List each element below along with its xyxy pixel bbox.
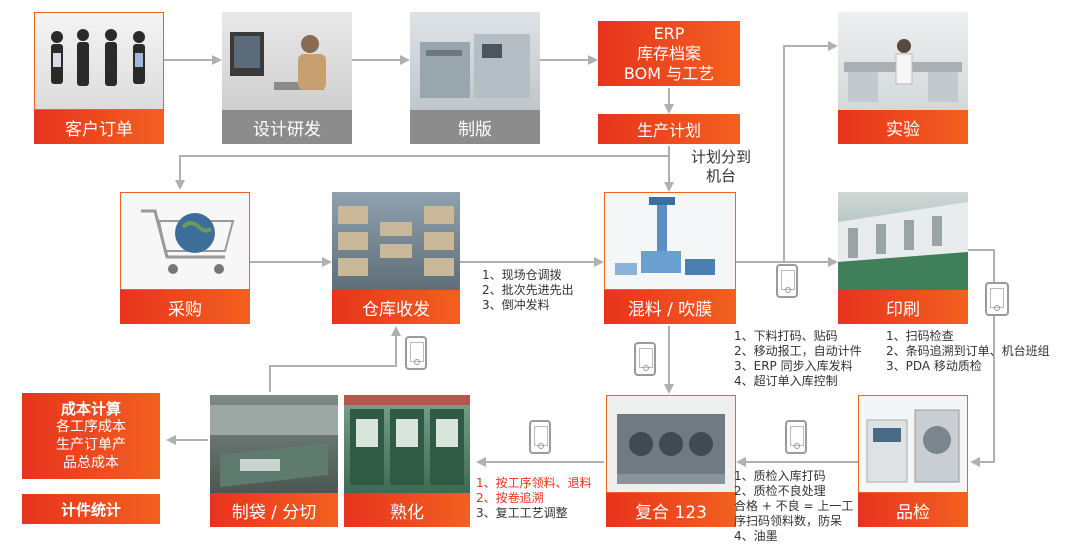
node-design: 设计研发 [222,12,352,144]
curing-label: 熟化 [344,493,470,527]
curing-note-1: 1、按工序领料、退料 [476,476,592,490]
bag-cut-label: 制袋 / 分切 [210,493,338,527]
arrow-mixing-lab [783,41,838,262]
node-printing: 印刷 [838,192,968,324]
mobile-phone-icon [785,420,807,454]
mixing-note-2: 2、移动报工，自动计件 [734,344,862,358]
erp-box-line-2: 库存档案 [636,43,701,63]
design-photo [222,12,352,110]
node-customer-order: 客户订单 [34,12,164,144]
arrow-printing-qc [968,249,995,467]
cost-calculation-box: 成本计算 各工序成本 生产订单产 品总成本 [22,393,160,479]
warehouse-shelves-icon [338,206,454,276]
curing-note-2: 2、按卷追溯 [476,491,544,505]
business-people-icon [51,29,145,86]
plan-to-machine-line-1: 计划分到 [690,148,751,166]
qc-label: 品检 [858,493,968,527]
node-lab: 实验 [838,12,968,144]
cost-box-title: 成本计算 [60,400,121,418]
production-plan-label: 生产计划 [636,121,701,140]
bag-cut-photo [210,395,338,493]
plate-machine-icon [420,34,530,98]
inspection-machine-icon [866,409,960,483]
warehouse-photo [332,192,460,290]
piece-count-label: 计件统计 [60,500,121,519]
warehouse-note-3: 3、倒冲发料 [482,298,550,312]
mixing-note-3: 3、ERP 同步入库发料 [734,359,853,373]
warehouse-label: 仓库收发 [332,290,460,324]
node-qc: 品检 [858,395,968,527]
laboratory-icon [844,39,962,102]
film-blowing-machine-icon [615,197,715,275]
mobile-phone-icon [634,342,656,376]
qc-note-2: 2、质检不良处理 [734,484,826,498]
printing-note-1: 1、扫码检查 [886,329,954,343]
printing-notes: 1、扫码检查 2、条码追溯到订单、机台班组 3、PDA 移动质检 [886,329,1050,374]
warehouse-notes: 1、现场仓调拨 2、批次先进先出 3、倒冲发料 [482,268,574,313]
cost-box-line-4: 品总成本 [63,455,119,471]
node-mixing: 混料 / 吹膜 [604,192,736,324]
qc-note-5: 4、油墨 [734,529,778,543]
purchase-photo [120,192,250,290]
warehouse-note-2: 2、批次先进先出 [482,283,574,297]
piece-count-box: 计件统计 [22,494,160,524]
purchase-label: 采购 [120,290,250,324]
printing-line-icon [838,202,968,290]
curing-photo [344,395,470,493]
printing-label: 印刷 [838,290,968,324]
qc-notes: 1、质检入库打码 2、质检不良处理 合格 + 不良 = 上一工 序扫码领料数，防… [734,469,853,544]
composite-photo [606,395,736,493]
curing-note-3: 3、复工工艺调整 [476,506,568,520]
node-composite: 复合 123 [606,395,736,527]
shopping-cart-icon [141,209,235,274]
cost-box-line-2: 各工序成本 [56,419,126,435]
qc-photo [858,395,968,493]
printing-note-3: 3、PDA 移动质检 [886,359,982,373]
warehouse-note-1: 1、现场仓调拨 [482,268,562,282]
production-plan-box: 生产计划 [598,114,740,144]
plan-to-machine-line-2: 机台 [705,167,736,185]
designer-at-computer-icon [230,32,326,90]
curing-notes: 1、按工序领料、退料 2、按卷追溯 3、复工工艺调整 [476,476,592,521]
node-plate: 制版 [410,12,540,144]
qc-note-4: 序扫码领料数，防呆 [734,514,843,528]
customer-order-label: 客户订单 [34,110,164,144]
mixing-note-4: 4、超订单入库控制 [734,374,838,388]
plate-photo [410,12,540,110]
plan-to-machine-text: 计划分到 机台 [684,148,758,186]
pda-scanner-icon [985,282,1009,316]
node-purchase: 采购 [120,192,250,324]
bag-making-machine-icon [210,405,338,487]
node-warehouse: 仓库收发 [332,192,460,324]
mobile-phone-icon [776,264,798,298]
mobile-phone-icon [405,336,427,370]
mixing-note-1: 1、下料打码、贴码 [734,329,838,343]
cost-box-line-3: 生产订单产 [56,437,126,453]
erp-box-line-3: BOM 与工艺 [623,63,715,83]
lab-photo [838,12,968,110]
qc-note-3: 合格 + 不良 = 上一工 [734,499,854,513]
mixing-photo [604,192,736,290]
mixing-label: 混料 / 吹膜 [604,290,736,324]
erp-box-line-1: ERP [653,23,685,43]
lab-label: 实验 [838,110,968,144]
node-curing: 熟化 [344,395,470,527]
composite-label: 复合 123 [606,493,736,527]
printing-note-2: 2、条码追溯到订单、机台班组 [886,344,1050,358]
node-bag-cut: 制袋 / 分切 [210,395,338,527]
design-label: 设计研发 [222,110,352,144]
arrow-plan-purchase [175,146,670,190]
arrow-bag-warehouse [269,326,401,392]
printing-photo [838,192,968,290]
qc-note-1: 1、质检入库打码 [734,469,826,483]
mixing-notes: 1、下料打码、贴码 2、移动报工，自动计件 3、ERP 同步入库发料 4、超订单… [734,329,862,389]
plate-label: 制版 [410,110,540,144]
laminating-machine-icon [617,414,725,484]
mobile-phone-icon [529,420,551,454]
customer-order-photo [34,12,164,110]
curing-room-icon [344,395,470,485]
erp-box: ERP 库存档案 BOM 与工艺 [598,21,740,86]
